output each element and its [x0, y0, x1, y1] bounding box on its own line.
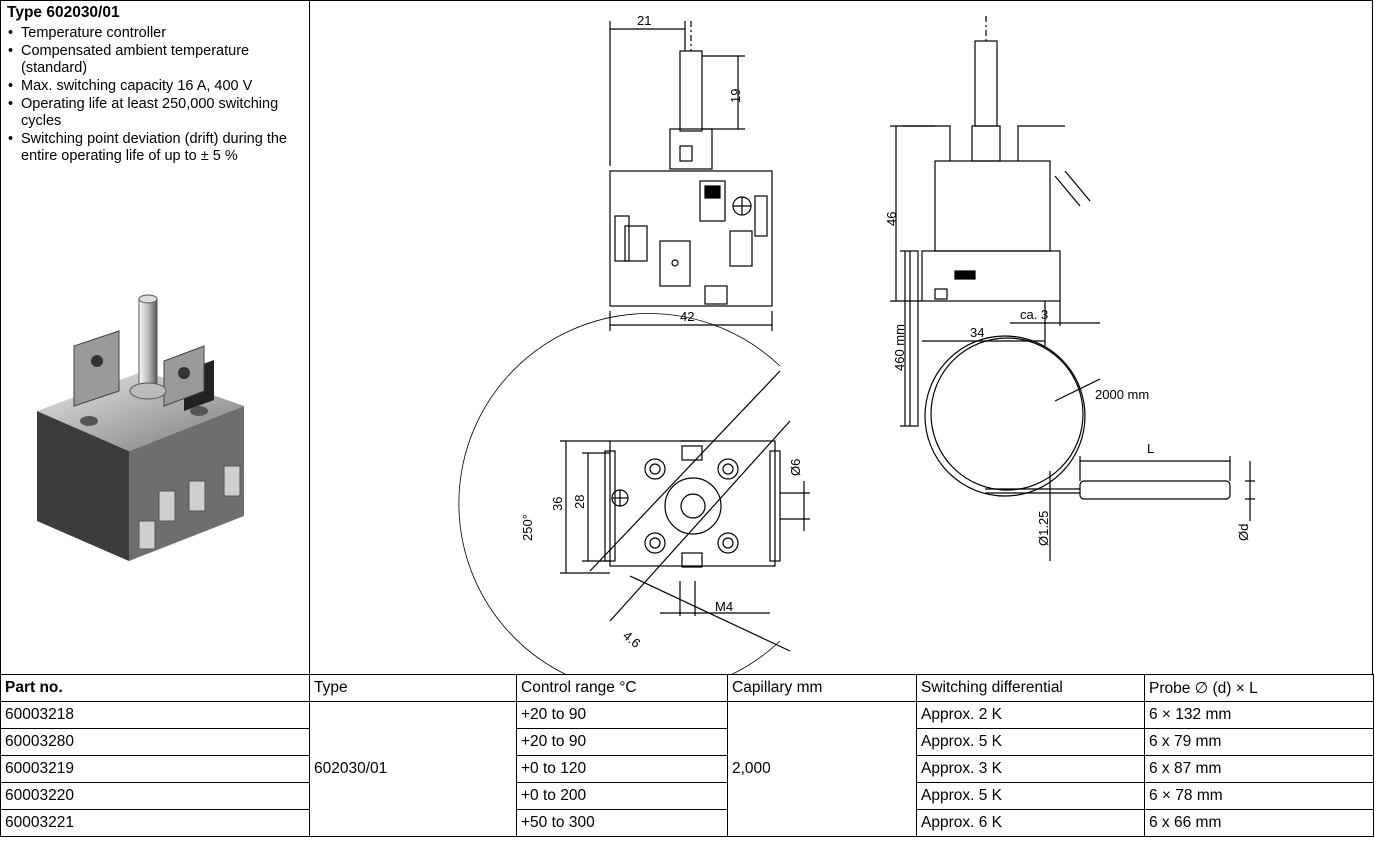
feature-item: Temperature controller: [7, 25, 303, 42]
cell-control-range: +0 to 200: [516, 782, 728, 810]
cell-probe: 6 x 66 mm: [1144, 809, 1374, 837]
cell-part-no: 60003221: [0, 809, 310, 837]
dim-capillary-drop: 460 mm: [892, 324, 907, 371]
table-row: 60003220 +0 to 200 Approx. 5 K 6 × 78 mm: [0, 782, 1374, 810]
technical-drawing: 21 19 42 46 ca. 3 34 460 mm 2000 mm L Ø1…: [458, 13, 1255, 675]
table-row: 60003218 602030/01 +20 to 90 2,000 Appro…: [0, 701, 1374, 837]
dim-rotation-angle: 250°: [520, 514, 535, 541]
product-panel: Type 602030/01 Temperature controller Co…: [0, 0, 1373, 675]
dim-thread: M4: [715, 599, 733, 614]
cell-part-no: 60003219: [0, 755, 310, 783]
cell-probe: 6 x 79 mm: [1144, 728, 1374, 756]
spec-table: Part no. Type Control range °C Capillary…: [0, 674, 1374, 837]
cell-switching-differential: Approx. 5 K: [916, 728, 1145, 756]
feature-item: Operating life at least 250,000 switchin…: [7, 96, 303, 130]
dim-capillary-diameter: Ø1.25: [1036, 511, 1051, 546]
product-photo: [37, 294, 244, 561]
cell-switching-differential: Approx. 2 K: [916, 701, 1145, 729]
col-header-switching-differential: Switching differential: [916, 674, 1145, 702]
dim-outer: 36: [550, 497, 565, 511]
dim-inner: 28: [572, 495, 587, 509]
cell-probe: 6 x 87 mm: [1144, 755, 1374, 783]
table-header-row: Part no. Type Control range °C Capillary…: [0, 674, 1374, 702]
dim-height: 46: [884, 212, 899, 226]
dim-shaft-length: 19: [728, 89, 743, 103]
dim-ca: ca. 3: [1020, 307, 1048, 322]
cell-control-range: +50 to 300: [516, 809, 728, 837]
col-header-capillary: Capillary mm: [727, 674, 917, 702]
cell-switching-differential: Approx. 6 K: [916, 809, 1145, 837]
cell-part-no: 60003218: [0, 701, 310, 729]
cell-type: 602030/01: [309, 701, 517, 837]
cell-part-no: 60003220: [0, 782, 310, 810]
cell-control-range: +20 to 90: [516, 728, 728, 756]
col-header-part-no: Part no.: [0, 674, 310, 702]
dim-depth: 34: [970, 325, 984, 340]
table-row: 60003219 +0 to 120 Approx. 3 K 6 x 87 mm: [0, 755, 1374, 783]
cell-control-range: +20 to 90: [516, 701, 728, 729]
cell-capillary: 2,000: [727, 701, 917, 837]
product-title: Type 602030/01: [7, 4, 120, 21]
dim-probe-length: L: [1147, 441, 1154, 456]
cell-part-no: 60003280: [0, 728, 310, 756]
feature-item: Max. switching capacity 16 A, 400 V: [7, 78, 303, 95]
dim-capillary-length: 2000 mm: [1095, 387, 1149, 402]
table-row: 60003280 +20 to 90 Approx. 5 K 6 x 79 mm: [0, 728, 1374, 756]
feature-list: Temperature controller Compensated ambie…: [7, 25, 303, 165]
dim-probe-diameter: Ød: [1236, 524, 1251, 541]
dim-width-body: 42: [680, 309, 694, 324]
product-description: Type 602030/01 Temperature controller Co…: [1, 1, 310, 675]
cell-control-range: +0 to 120: [516, 755, 728, 783]
dim-hole-diameter: 4.6: [620, 628, 643, 651]
table-row: 60003221 +50 to 300 Approx. 6 K 6 x 66 m…: [0, 809, 1374, 837]
col-header-type: Type: [309, 674, 517, 702]
cell-probe: 6 × 132 mm: [1144, 701, 1374, 729]
cell-switching-differential: Approx. 3 K: [916, 755, 1145, 783]
feature-item: Switching point deviation (drift) during…: [7, 131, 303, 165]
dim-hole: Ø6: [788, 459, 803, 476]
dim-width-top: 21: [637, 13, 651, 28]
cell-probe: 6 × 78 mm: [1144, 782, 1374, 810]
col-header-probe: Probe ∅ (d) × L: [1144, 674, 1374, 702]
cell-switching-differential: Approx. 5 K: [916, 782, 1145, 810]
col-header-control-range: Control range °C: [516, 674, 728, 702]
feature-item: Compensated ambient temperature (standar…: [7, 43, 303, 77]
